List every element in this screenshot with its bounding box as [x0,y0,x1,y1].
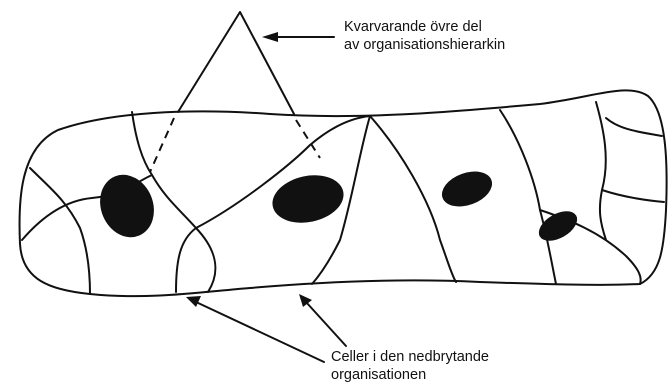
bottom-arrow-left-head [186,296,201,307]
cells-label-line2: organisationen [331,366,489,384]
nucleus-1 [91,167,163,246]
bottom-arrow-right-line [306,302,346,346]
upper-hierarchy-label-line1: Kvarvarande övre del [344,18,505,36]
cells-label: Celler i den nedbrytande organisationen [331,348,489,384]
bottom-arrow-left-line [196,302,324,362]
top-arrow-head [262,32,278,42]
nucleus-3 [437,165,497,213]
upper-hierarchy-label-line2: av organisationshierarkin [344,36,505,54]
upper-hierarchy-label: Kvarvarande övre del av organisationshie… [344,18,505,54]
hierarchy-triangle [178,12,294,114]
nucleus-2 [268,169,348,229]
hierarchy-dash-left [150,118,174,172]
cells-label-line1: Celler i den nedbrytande [331,348,489,366]
